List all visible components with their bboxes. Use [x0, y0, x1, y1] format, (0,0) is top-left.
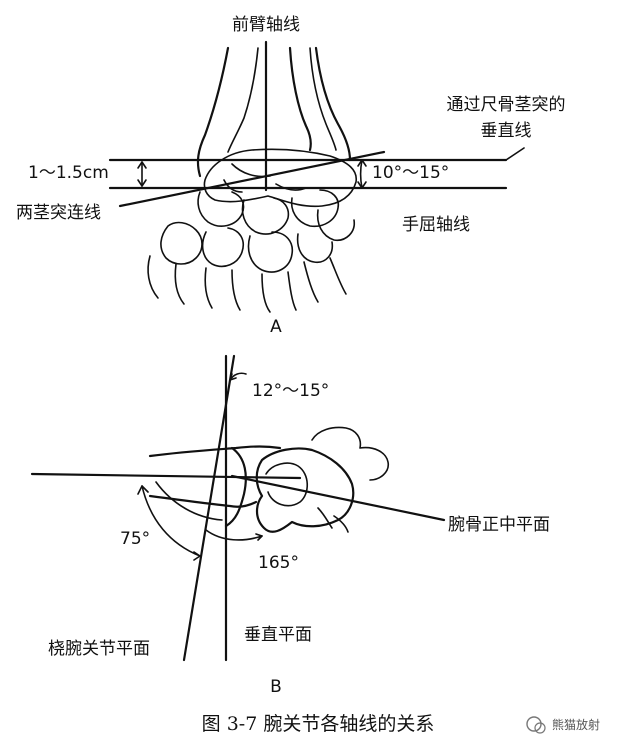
arc-75	[137, 485, 201, 561]
carpal-hamate	[316, 209, 356, 242]
panel-a: 前臂轴线 通过尺骨茎突的 垂直线 1～1.5cm 10°～15° 两茎突连线 手…	[16, 15, 566, 337]
carpal-profile	[255, 447, 355, 533]
angle-label: 10°～15°	[372, 163, 449, 183]
carpal-lunate	[241, 197, 290, 235]
radius-outline	[196, 46, 230, 178]
carpal-scaphoid	[197, 191, 245, 227]
ulna-outer	[314, 46, 352, 162]
carpal-proximal-row	[203, 148, 357, 208]
carpal-distal-mid	[201, 227, 244, 268]
styloid-line-label: 两茎突连线	[16, 203, 101, 223]
metacarpal-3	[261, 271, 297, 313]
metacarpal-1	[147, 255, 185, 305]
radiocarpal-plane-line	[182, 354, 236, 662]
radiocarpal-plane-label: 桡腕关节平面	[48, 639, 150, 659]
distance-label: 1～1.5cm	[28, 163, 109, 183]
carpal-median-plane	[230, 474, 446, 522]
carpal-triquetrum	[290, 189, 340, 228]
styloid-connection-line	[118, 150, 386, 208]
panel-b: 12°～15° 腕骨正中平面 75° 165° 桡腕关节平面 垂直平面 B	[30, 354, 550, 697]
radius-inner	[227, 47, 259, 153]
tilt-angle-label: 12°～15°	[252, 381, 329, 401]
arc-165	[205, 529, 263, 541]
vertical-line-label-2: 垂直线	[481, 121, 532, 141]
hand-axis-label: 手屈轴线	[402, 215, 470, 235]
watermark-text: 熊猫放射	[552, 717, 600, 732]
carpal-distal-left	[160, 221, 203, 265]
hand-volar	[317, 507, 349, 533]
angle-arrow	[357, 159, 367, 189]
wechat-icon	[526, 716, 542, 732]
radiocarpal-arc	[155, 481, 223, 521]
watermark: 熊猫放射	[526, 716, 600, 734]
angle-165-label: 165°	[258, 553, 299, 573]
hand-dorsal	[311, 426, 390, 481]
forearm-axis-label: 前臂轴线	[232, 15, 300, 35]
median-plane-label: 腕骨正中平面	[448, 515, 550, 535]
radius-head	[224, 446, 247, 528]
ulna-outline	[288, 46, 312, 152]
vertical-line-leader	[505, 147, 525, 161]
carpal-inner-circle	[265, 462, 309, 507]
metacarpal-2	[204, 267, 241, 311]
distance-arrow	[137, 161, 147, 187]
tilt-arrow	[229, 372, 247, 381]
panel-b-letter: B	[270, 677, 282, 697]
forearm-shaft-lower	[148, 494, 258, 508]
horizontal-reference	[30, 472, 302, 480]
vertical-line-label-1: 通过尺骨茎突的	[447, 95, 566, 115]
carpal-distal-capitate	[247, 231, 294, 273]
metacarpal-4	[303, 257, 347, 303]
ulna-inner	[309, 47, 337, 151]
figure-caption: 图 3-7 腕关节各轴线的关系	[202, 713, 435, 735]
carpal-distal-right	[296, 233, 334, 264]
forearm-shaft-upper	[148, 445, 282, 458]
panel-a-letter: A	[270, 317, 282, 337]
vertical-plane-label: 垂直平面	[244, 625, 312, 645]
angle-75-label: 75°	[120, 529, 150, 549]
